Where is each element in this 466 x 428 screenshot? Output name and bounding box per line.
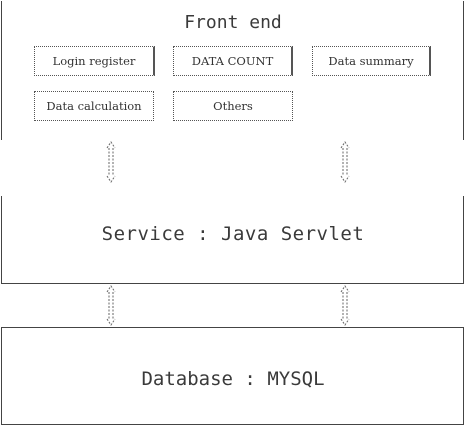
frontend-service-connector-left (105, 140, 117, 184)
database-title: Database : MYSQL (141, 368, 325, 390)
module-login-register: Login register (34, 46, 155, 76)
frontend-title: Front end (184, 12, 282, 33)
module-data-summary: Data summary (312, 46, 431, 76)
module-data-calculation: Data calculation (34, 91, 154, 121)
service-database-connector-right (339, 284, 351, 327)
module-data-count: DATA COUNT (173, 46, 293, 76)
service-title: Service : Java Servlet (101, 223, 365, 245)
service-database-connector-left (105, 284, 117, 327)
frontend-service-connector-right (339, 140, 351, 184)
module-others: Others (173, 91, 293, 121)
frontend-service-gap (0, 140, 466, 196)
database-block (1, 327, 464, 425)
